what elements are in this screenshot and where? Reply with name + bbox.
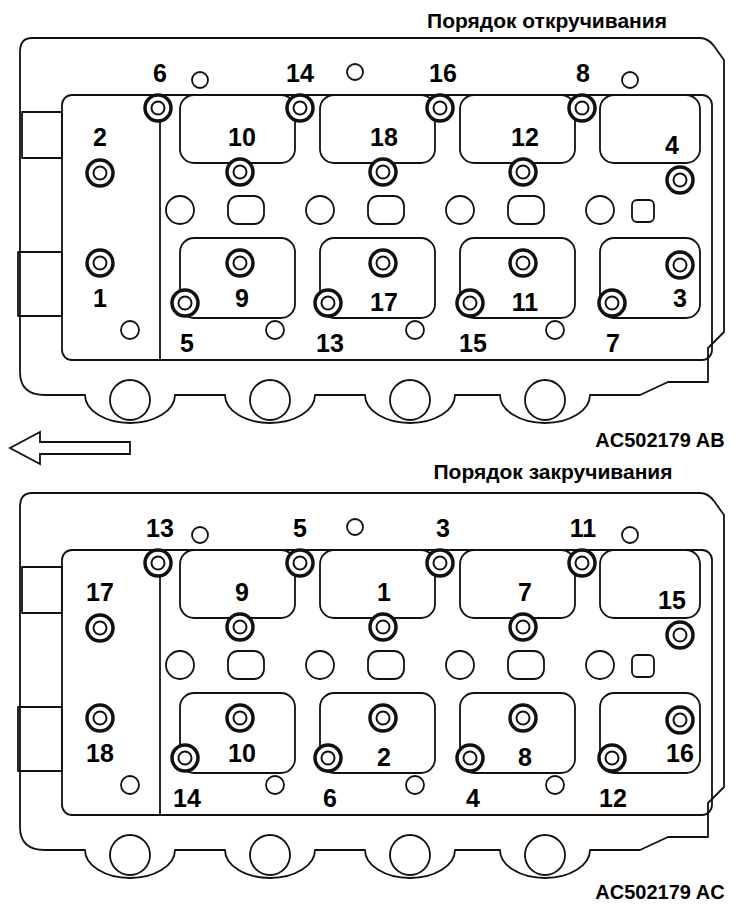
- callout-number: 11: [568, 515, 598, 541]
- view-heading: Порядок закручивания: [431, 461, 674, 483]
- callout-number: 9: [233, 285, 251, 311]
- direction-arrow: [10, 432, 130, 464]
- callout-number: 8: [574, 60, 592, 86]
- callout-number: 9: [233, 579, 251, 605]
- cylinder-head-bottom-view: [18, 493, 724, 878]
- callout-number: 11: [510, 289, 540, 315]
- callout-number: 1: [91, 285, 109, 311]
- callout-number: 17: [368, 289, 400, 315]
- callout-number: 10: [226, 740, 258, 766]
- callout-number: 2: [375, 744, 393, 770]
- callout-number: 14: [284, 60, 316, 86]
- callout-number: 15: [656, 587, 688, 613]
- callout-number: 4: [663, 132, 681, 158]
- callout-number: 1: [375, 579, 393, 605]
- callout-number: 10: [226, 124, 258, 150]
- callout-number: 5: [291, 515, 309, 541]
- callout-number: 18: [368, 124, 400, 150]
- callout-number: 17: [84, 579, 116, 605]
- callout-number: 16: [427, 60, 459, 86]
- cylinder-head-top-view: [18, 38, 724, 423]
- callout-number: 3: [434, 515, 452, 541]
- callout-number: 12: [509, 124, 541, 150]
- callout-number: 15: [457, 330, 489, 356]
- callout-number: 5: [178, 330, 196, 356]
- callout-number: 7: [604, 330, 622, 356]
- callout-number: 6: [321, 785, 339, 811]
- callout-number: 2: [91, 124, 109, 150]
- callout-number: 13: [144, 515, 176, 541]
- callout-number: 18: [84, 740, 116, 766]
- callout-number: 4: [464, 785, 482, 811]
- callout-number: 16: [664, 740, 696, 766]
- callout-number: 12: [597, 785, 629, 811]
- callout-number: 13: [314, 330, 346, 356]
- callout-number: 3: [671, 285, 689, 311]
- callout-number: 14: [171, 785, 203, 811]
- figure-code: AC502179 AB: [593, 430, 726, 451]
- callout-number: 8: [516, 744, 534, 770]
- callout-number: 7: [516, 579, 534, 605]
- view-heading: Порядок откручивания: [425, 10, 669, 32]
- figure-code: AC502179 AC: [593, 882, 726, 903]
- callout-number: 6: [151, 60, 169, 86]
